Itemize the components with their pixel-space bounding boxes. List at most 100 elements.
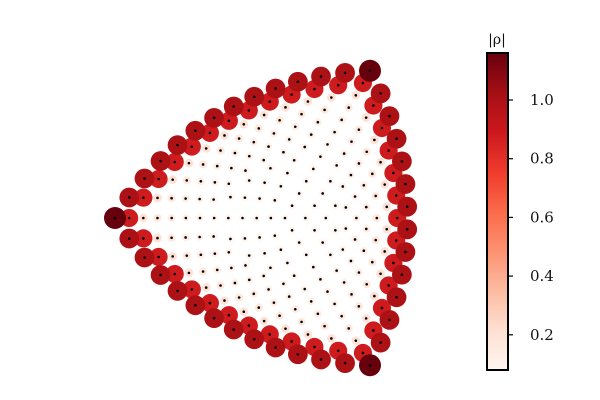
colorbar-gradient	[486, 52, 509, 371]
lattice-point-center	[223, 299, 226, 302]
lattice-point-center	[267, 288, 270, 291]
lattice-point-center	[379, 272, 382, 276]
lattice-point-center	[142, 216, 145, 220]
lattice-point-center	[342, 152, 346, 155]
lattice-point-center	[286, 171, 289, 175]
lattice-point-center	[237, 296, 241, 299]
lattice-point-center	[371, 260, 374, 264]
lattice-point-center	[387, 149, 390, 152]
lattice-point-center	[170, 236, 173, 240]
lattice-point-center	[184, 216, 188, 220]
lattice-point-center	[267, 145, 270, 148]
lattice-point-center	[199, 179, 203, 183]
lattice-point-center	[268, 333, 272, 336]
lattice-point-center	[375, 216, 379, 220]
lattice-point-center	[321, 192, 324, 195]
lattice-point-center	[290, 228, 294, 232]
lattice-point-center	[304, 216, 307, 220]
lattice-point-center	[344, 206, 348, 209]
lattice-point-center	[362, 249, 366, 253]
lattice-point-center	[350, 293, 353, 296]
lattice-point-center	[247, 254, 251, 257]
lattice-point-center	[263, 252, 266, 255]
lattice-point-center	[273, 234, 277, 237]
lattice-point-center	[212, 198, 215, 201]
lattice-point-center	[252, 140, 256, 144]
lattice-point-center	[185, 254, 189, 257]
lattice-point-center	[312, 167, 315, 171]
lattice-point-center	[292, 158, 296, 162]
lattice-point-center	[190, 288, 194, 291]
lattice-point-center	[385, 205, 389, 209]
lattice-point-center	[330, 96, 333, 99]
lattice-point-center	[335, 269, 338, 272]
lattice-point-center	[282, 282, 285, 286]
lattice-point-center	[212, 216, 216, 220]
lattice-point-center	[244, 264, 247, 267]
lattice-point-center	[309, 300, 313, 303]
lattice-point-center	[215, 164, 219, 168]
lattice-point-center	[242, 123, 246, 126]
lattice-point-center	[170, 196, 173, 200]
lattice-point-center	[349, 173, 353, 177]
lattice-point-center	[213, 181, 217, 184]
lattice-point-center	[379, 160, 382, 164]
lattice-point-center	[404, 182, 407, 186]
lattice-point-center	[128, 196, 131, 199]
lattice-point-center	[273, 199, 277, 202]
lattice-point-center	[387, 284, 390, 287]
lattice-point-center	[316, 312, 320, 316]
lattice-point-center	[313, 228, 316, 232]
lattice-point-center	[233, 281, 237, 285]
lattice-point-center	[380, 126, 384, 130]
lattice-point-center	[323, 108, 326, 112]
lattice-point-center	[357, 305, 361, 308]
colorbar-tick-label: 0.8	[530, 150, 554, 168]
lattice-point-center	[362, 183, 366, 187]
lattice-point-center	[199, 253, 203, 257]
colorbar-ticks: 0.20.40.60.81.0	[508, 91, 554, 344]
lattice-point-center	[208, 301, 212, 305]
lattice-point-center	[223, 134, 226, 137]
lattice-point-center	[219, 149, 222, 152]
lattice-point-center	[372, 104, 375, 107]
lattice-point-center	[355, 216, 358, 220]
colorbar-tick-label: 0.2	[530, 326, 554, 344]
lattice-point-center	[268, 100, 272, 103]
lattice-point-center	[293, 307, 297, 311]
lattice-point-center	[269, 266, 272, 270]
lattice-point-center	[156, 236, 159, 240]
lattice-point-center	[173, 272, 177, 276]
scatter-plot-area	[104, 59, 418, 377]
lattice-point-center	[316, 120, 320, 124]
lattice-point-center	[336, 83, 340, 87]
lattice-point-center	[379, 92, 382, 95]
lattice-point-center	[184, 236, 187, 239]
lattice-point-center	[176, 289, 179, 293]
lattice-point-center	[290, 204, 294, 208]
lattice-point-center	[383, 250, 386, 253]
lattice-point-center	[157, 177, 160, 181]
lattice-point-center	[388, 318, 391, 322]
lattice-point-center	[394, 239, 398, 242]
lattice-point-center	[343, 361, 347, 365]
lattice-point-center	[176, 143, 179, 147]
lattice-point-center	[303, 145, 307, 149]
lattice-point-center	[184, 197, 187, 200]
lattice-point-center	[201, 163, 205, 166]
lattice-point-center	[194, 303, 197, 307]
lattice-point-center	[313, 87, 316, 91]
lattice-point-center	[392, 171, 395, 175]
lattice-point-center	[262, 274, 266, 278]
lattice-point-center	[274, 87, 277, 90]
lattice-point-center	[395, 295, 398, 299]
lattice-point-center	[353, 238, 357, 241]
lattice-point-center	[334, 228, 337, 232]
colorbar-tick-label: 1.0	[530, 91, 554, 109]
lattice-point-center	[306, 100, 310, 103]
lattice-point-center	[247, 324, 251, 327]
lattice-point-center	[304, 253, 308, 257]
lattice-point-center	[368, 69, 372, 73]
lattice-point-center	[272, 132, 276, 135]
lattice-point-center	[296, 80, 300, 84]
